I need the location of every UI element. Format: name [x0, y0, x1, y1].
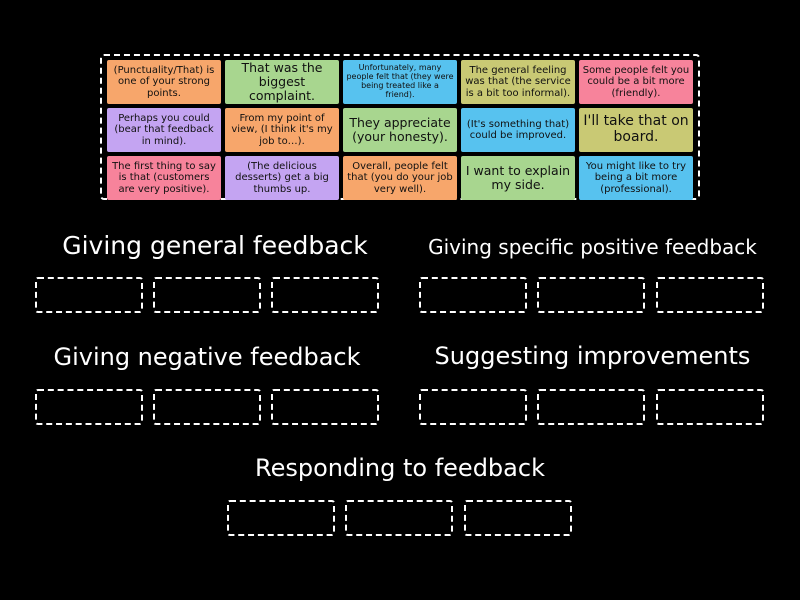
- drop-slot-improvements-3[interactable]: [656, 389, 764, 425]
- drop-slot-responding-1[interactable]: [227, 500, 335, 536]
- category-title-specific-positive: Giving specific positive feedback: [428, 235, 757, 259]
- drop-slot-negative-2[interactable]: [153, 389, 261, 425]
- sentence-card[interactable]: I'll take that on board.: [579, 108, 693, 152]
- drop-slot-positive-3[interactable]: [656, 277, 764, 313]
- drop-slot-general-3[interactable]: [271, 277, 379, 313]
- drop-slot-improvements-1[interactable]: [419, 389, 527, 425]
- drop-slot-negative-3[interactable]: [271, 389, 379, 425]
- sentence-card[interactable]: Overall, people felt that (you do your j…: [343, 156, 457, 200]
- sentence-card[interactable]: Perhaps you could (bear that feedback in…: [107, 108, 221, 152]
- category-title-general: Giving general feedback: [62, 231, 368, 260]
- card-tray: (Punctuality/That) is one of your strong…: [100, 54, 700, 200]
- sentence-card[interactable]: That was the biggest complaint.: [225, 60, 339, 104]
- sentence-card[interactable]: Unfortunately, many people felt that (th…: [343, 60, 457, 104]
- drop-slot-responding-3[interactable]: [464, 500, 572, 536]
- sentence-card[interactable]: The general feeling was that (the servic…: [461, 60, 575, 104]
- sentence-card[interactable]: You might like to try being a bit more (…: [579, 156, 693, 200]
- sentence-card[interactable]: The first thing to say is that (customer…: [107, 156, 221, 200]
- drop-slot-responding-2[interactable]: [345, 500, 453, 536]
- category-title-improvements: Suggesting improvements: [434, 342, 751, 370]
- sentence-card[interactable]: (Punctuality/That) is one of your strong…: [107, 60, 221, 104]
- card-grid: (Punctuality/That) is one of your strong…: [107, 60, 693, 200]
- category-title-negative: Giving negative feedback: [53, 343, 361, 371]
- sentence-card[interactable]: From my point of view, (I think it's my …: [225, 108, 339, 152]
- sentence-card[interactable]: (It's something that) could be improved.: [461, 108, 575, 152]
- drop-slot-general-2[interactable]: [153, 277, 261, 313]
- sentence-card[interactable]: (The delicious desserts) get a big thumb…: [225, 156, 339, 200]
- drop-slot-positive-2[interactable]: [537, 277, 645, 313]
- sentence-card[interactable]: They appreciate (your honesty).: [343, 108, 457, 152]
- sentence-card[interactable]: Some people felt you could be a bit more…: [579, 60, 693, 104]
- drop-slot-general-1[interactable]: [35, 277, 143, 313]
- category-title-responding: Responding to feedback: [255, 454, 545, 482]
- drop-slot-improvements-2[interactable]: [537, 389, 645, 425]
- drop-slot-positive-1[interactable]: [419, 277, 527, 313]
- drop-slot-negative-1[interactable]: [35, 389, 143, 425]
- sentence-card[interactable]: I want to explain my side.: [461, 156, 575, 200]
